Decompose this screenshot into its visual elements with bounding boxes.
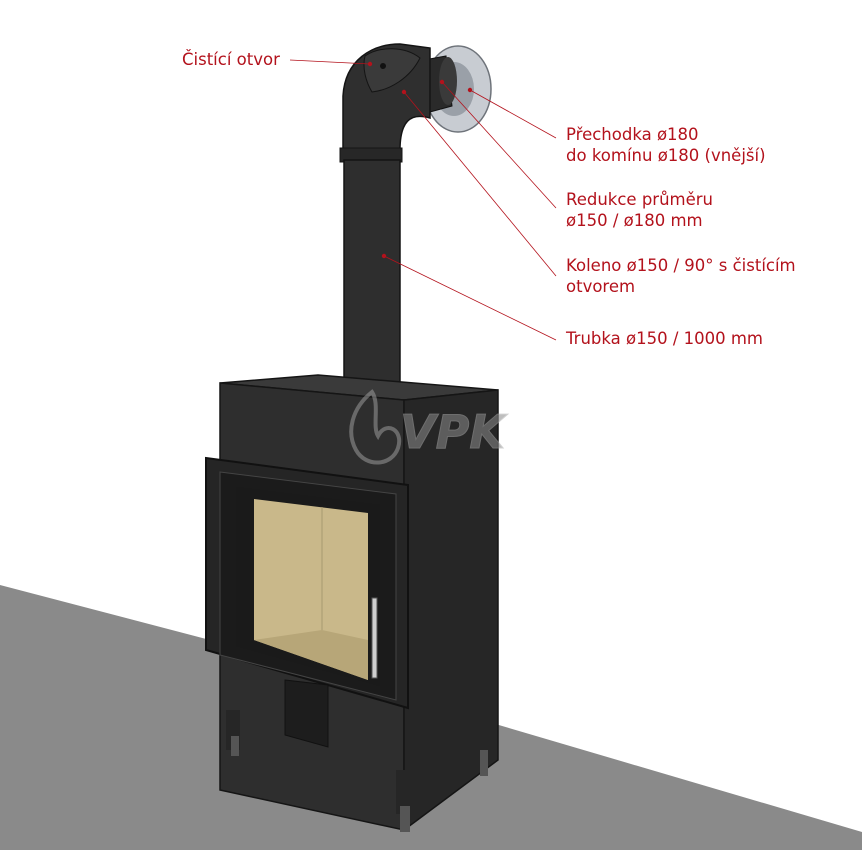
leader-lines	[289, 59, 557, 341]
label-transition-line1: Přechodka ø180	[566, 125, 699, 144]
elbow-90	[342, 43, 431, 151]
leader-transition	[469, 89, 557, 139]
leg	[400, 806, 410, 832]
watermark-text: VPK	[400, 405, 508, 459]
leader-cleaning-opening	[289, 59, 371, 65]
reducer	[423, 55, 457, 113]
label-transition-line2: do komínu ø180 (vnější)	[566, 146, 766, 165]
label-reducer-line1: Redukce průměru	[566, 190, 714, 209]
label-pipe: Trubka ø150 / 1000 mm	[566, 329, 764, 348]
label-elbow-line1: Koleno ø150 / 90° s čistícím	[566, 256, 796, 275]
label-transition: Přechodka ø180 do komínu ø180 (vnější)	[566, 124, 766, 166]
ash-drawer	[284, 679, 329, 748]
leader-reducer	[441, 81, 557, 209]
door-handle	[371, 597, 378, 679]
stove-body	[205, 374, 499, 832]
label-elbow-line2: otvorem	[566, 277, 636, 296]
label-reducer: Redukce průměru ø150 / ø180 mm	[566, 189, 713, 231]
vpk-watermark: VPK	[349, 389, 509, 465]
leader-pipe	[383, 255, 557, 341]
label-elbow: Koleno ø150 / 90° s čistícím otvorem	[566, 255, 796, 297]
label-reducer-line2: ø150 / ø180 mm	[566, 211, 703, 230]
leg	[231, 736, 239, 756]
leg	[396, 770, 412, 814]
label-cleaning-opening: Čistící otvor	[182, 50, 280, 69]
leg	[480, 750, 488, 776]
leader-elbow	[403, 91, 557, 277]
flue-pipe	[339, 147, 403, 393]
leader-dots	[367, 61, 473, 259]
